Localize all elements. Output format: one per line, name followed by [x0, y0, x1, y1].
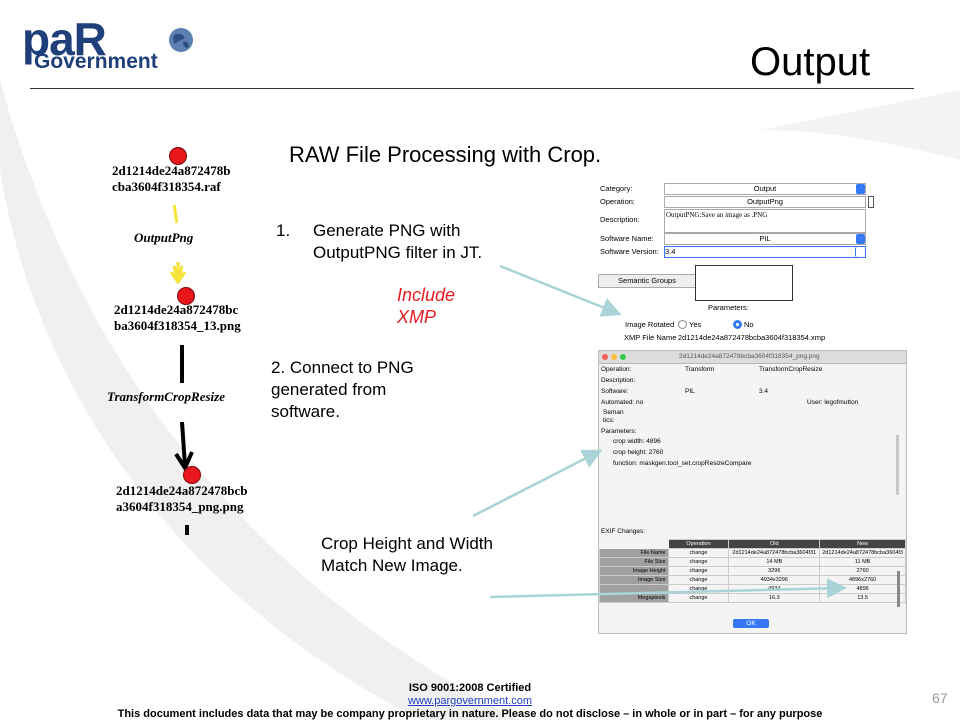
globe-icon: [169, 28, 193, 52]
software-label: Software:: [601, 388, 629, 395]
exif-scrollbar[interactable]: [897, 571, 900, 607]
company-link[interactable]: www.pargovernment.com: [407, 695, 533, 707]
window-titlebar: 2d1214de24a872478bcba3604f318354_png.png: [599, 351, 906, 364]
software-version-combo[interactable]: 3.4: [664, 246, 866, 258]
parameters-label: Parameters:: [708, 303, 749, 312]
slide-title: Output: [750, 40, 871, 84]
arrow-down-icon: [169, 262, 187, 285]
minimize-icon[interactable]: [611, 354, 617, 360]
radio-no[interactable]: [733, 320, 742, 329]
disclaimer: This document includes data that may be …: [117, 708, 823, 720]
table-row[interactable]: Megapixels change 16.3 13.5: [599, 593, 906, 603]
automated-text: Automated: no: [601, 399, 644, 406]
table-row[interactable]: Image Height change 3296 2760: [599, 566, 906, 576]
operation-label: Operation:: [601, 366, 632, 373]
category-label: Category:: [600, 184, 633, 193]
arrow-include-xmp: [499, 264, 622, 317]
step1-number: 1.: [276, 221, 291, 240]
zoom-icon[interactable]: [620, 354, 626, 360]
semantic-groups-list[interactable]: [695, 265, 793, 301]
category-select[interactable]: Output: [664, 183, 866, 195]
exif-table: Operation Old New File Name change 2d121…: [599, 539, 906, 603]
software-version-label: Software Version:: [600, 247, 659, 256]
iso-cert: ISO 9001:2008 Certified: [408, 682, 532, 694]
ok-button[interactable]: OK: [733, 619, 769, 628]
edge-2: [180, 345, 184, 383]
crop-height-param: crop height: 2760: [613, 449, 664, 456]
software-name: PIL: [685, 388, 695, 395]
function-param: function: maskgen.tool_set.cropResizeCom…: [613, 460, 752, 467]
arrow-connect-png: [472, 449, 603, 518]
graph-node-raf: [169, 147, 187, 165]
xmp-file-value[interactable]: 2d1214de24a872478bcba3604f318354.xmp: [678, 333, 826, 342]
close-icon[interactable]: [602, 354, 608, 360]
software-name-label: Software Name:: [600, 234, 654, 243]
radio-yes-label: Yes: [689, 320, 702, 329]
outputpng-dialog: Category: Output Operation: OutputPng De…: [596, 178, 876, 350]
footer: ISO 9001:2008 Certified www.pargovernmen…: [0, 682, 940, 721]
edge-3: [185, 525, 189, 535]
crop-width-param: crop width: 4896: [613, 438, 661, 445]
description-field[interactable]: OutputPNG:Save an image as .PNG: [664, 209, 866, 233]
exif-changes-label: EXIF Changes:: [601, 528, 646, 535]
slide-subtitle: RAW File Processing with Crop.: [289, 142, 602, 167]
arrow-crop-match: [489, 578, 847, 599]
image-rotated-label: Image Rotated: [625, 320, 675, 329]
operation-category: Transform: [685, 366, 715, 373]
operation-name: TransformCropResize: [759, 366, 823, 373]
logo-government: Government: [34, 50, 158, 73]
radio-no-label: No: [744, 320, 754, 329]
radio-yes[interactable]: [678, 320, 687, 329]
xmp-file-label: XMP File Name: [624, 333, 677, 342]
exif-old: 16.3: [728, 593, 821, 603]
link-inspection-window: 2d1214de24a872478bcba3604f318354_png.png…: [598, 350, 907, 634]
operation-select[interactable]: OutputPng: [664, 196, 866, 208]
title-divider: [30, 88, 914, 89]
op-label-outputpng: OutputPng: [134, 230, 194, 245]
graph-node-pngpng: [183, 466, 201, 484]
page-number: 67: [932, 690, 948, 706]
software-version: 3.4: [759, 388, 769, 395]
window-title: 2d1214de24a872478bcba3604f318354_png.png: [679, 353, 820, 360]
logo-par: paR: [22, 13, 107, 65]
parameters-label: Parameters:: [601, 428, 637, 435]
description-label: Description:: [600, 215, 640, 224]
operation-label: Operation:: [600, 197, 636, 206]
graph-node-png13: [177, 287, 195, 305]
op-label-transformcropresize: TransformCropResize: [107, 389, 225, 404]
params-scrollbar[interactable]: [896, 435, 899, 495]
operation-scroll[interactable]: [868, 196, 874, 208]
description-label: Description:: [601, 377, 636, 384]
user-text: User: legofmutton: [807, 399, 859, 406]
software-name-select[interactable]: PIL: [664, 233, 866, 245]
exif-new: 13.5: [819, 593, 906, 603]
